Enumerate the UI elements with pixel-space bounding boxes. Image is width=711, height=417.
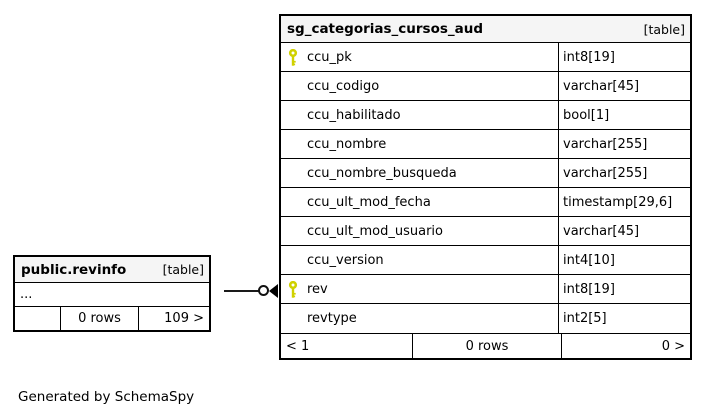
main-table-footer: < 1 0 rows 0 >: [281, 333, 690, 358]
column-name: ccu_version: [307, 252, 384, 268]
fk-connector-line: [224, 290, 259, 292]
column-type: bool[1]: [558, 101, 690, 129]
main-table-sg-categorias-cursos-aud: sg_categorias_cursos_aud [table] ccu_pk …: [279, 14, 692, 360]
column-name-cell: revtype: [281, 304, 558, 333]
column-name-cell: ccu_version: [281, 246, 558, 274]
column-type: varchar[255]: [558, 159, 690, 187]
column-type: varchar[255]: [558, 130, 690, 158]
main-footer-children: 0 >: [561, 334, 690, 358]
table-column-row[interactable]: ccu_codigo varchar[45]: [281, 72, 690, 101]
related-footer-rowcount: 0 rows: [60, 307, 138, 330]
related-footer-children: 109 >: [138, 307, 209, 330]
column-name: ccu_habilitado: [307, 107, 401, 123]
column-name-cell: ccu_nombre_busqueda: [281, 159, 558, 187]
related-table-revinfo: public.revinfo [table] ... 0 rows 109 >: [13, 255, 211, 332]
related-table-title[interactable]: public.revinfo: [21, 261, 127, 278]
column-type: int8[19]: [558, 43, 690, 71]
related-table-footer: 0 rows 109 >: [15, 306, 209, 330]
primary-key-icon: [288, 48, 298, 66]
main-table-header[interactable]: sg_categorias_cursos_aud [table]: [281, 16, 690, 43]
column-name-cell: rev: [281, 275, 558, 303]
column-name-cell: ccu_pk: [281, 43, 558, 71]
table-column-row[interactable]: rev int8[19]: [281, 275, 690, 304]
column-name: ccu_nombre: [307, 136, 387, 152]
column-type: int2[5]: [558, 304, 690, 333]
primary-key-icon: [288, 280, 298, 298]
table-column-row[interactable]: ccu_nombre varchar[255]: [281, 130, 690, 159]
column-name: ccu_pk: [307, 49, 352, 65]
ellipsis-label: ...: [20, 287, 33, 302]
column-name-cell: ccu_ult_mod_usuario: [281, 217, 558, 245]
related-footer-parents: [15, 307, 60, 330]
column-type: varchar[45]: [558, 72, 690, 100]
related-table-type-badge: [table]: [162, 262, 204, 277]
generator-credit: Generated by SchemaSpy: [18, 389, 195, 405]
table-column-row[interactable]: ccu_version int4[10]: [281, 246, 690, 275]
table-column-row[interactable]: ccu_nombre_busqueda varchar[255]: [281, 159, 690, 188]
main-table-columns: ccu_pk int8[19] ccu_codigo varchar[45]: [281, 43, 690, 333]
related-table-header[interactable]: public.revinfo [table]: [15, 257, 209, 283]
column-name: revtype: [307, 311, 357, 326]
related-table-collapsed-columns[interactable]: ...: [15, 283, 209, 306]
column-name-cell: ccu_ult_mod_fecha: [281, 188, 558, 216]
main-footer-parents: < 1: [286, 338, 310, 354]
column-name-cell: ccu_habilitado: [281, 101, 558, 129]
main-table-type-badge: [table]: [643, 21, 685, 37]
column-type: varchar[45]: [558, 217, 690, 245]
fk-arrow-marker-icon: [269, 284, 278, 298]
table-column-row[interactable]: ccu_pk int8[19]: [281, 43, 690, 72]
column-name: rev: [307, 281, 328, 297]
main-footer-rowcount: 0 rows: [412, 334, 561, 358]
column-name-cell: ccu_codigo: [281, 72, 558, 100]
column-type: int8[19]: [558, 275, 690, 303]
table-column-row[interactable]: ccu_habilitado bool[1]: [281, 101, 690, 130]
table-column-row[interactable]: ccu_ult_mod_fecha timestamp[29,6]: [281, 188, 690, 217]
column-type: int4[10]: [558, 246, 690, 274]
main-table-title[interactable]: sg_categorias_cursos_aud: [287, 21, 484, 37]
column-name: ccu_ult_mod_fecha: [307, 194, 431, 210]
table-column-row[interactable]: ccu_ult_mod_usuario varchar[45]: [281, 217, 690, 246]
table-column-row[interactable]: revtype int2[5]: [281, 304, 690, 333]
fk-circle-marker-icon: [258, 285, 269, 296]
column-name: ccu_nombre_busqueda: [307, 165, 457, 181]
column-name-cell: ccu_nombre: [281, 130, 558, 158]
column-name: ccu_ult_mod_usuario: [307, 223, 443, 239]
column-name: ccu_codigo: [307, 78, 380, 94]
column-type: timestamp[29,6]: [558, 188, 690, 216]
